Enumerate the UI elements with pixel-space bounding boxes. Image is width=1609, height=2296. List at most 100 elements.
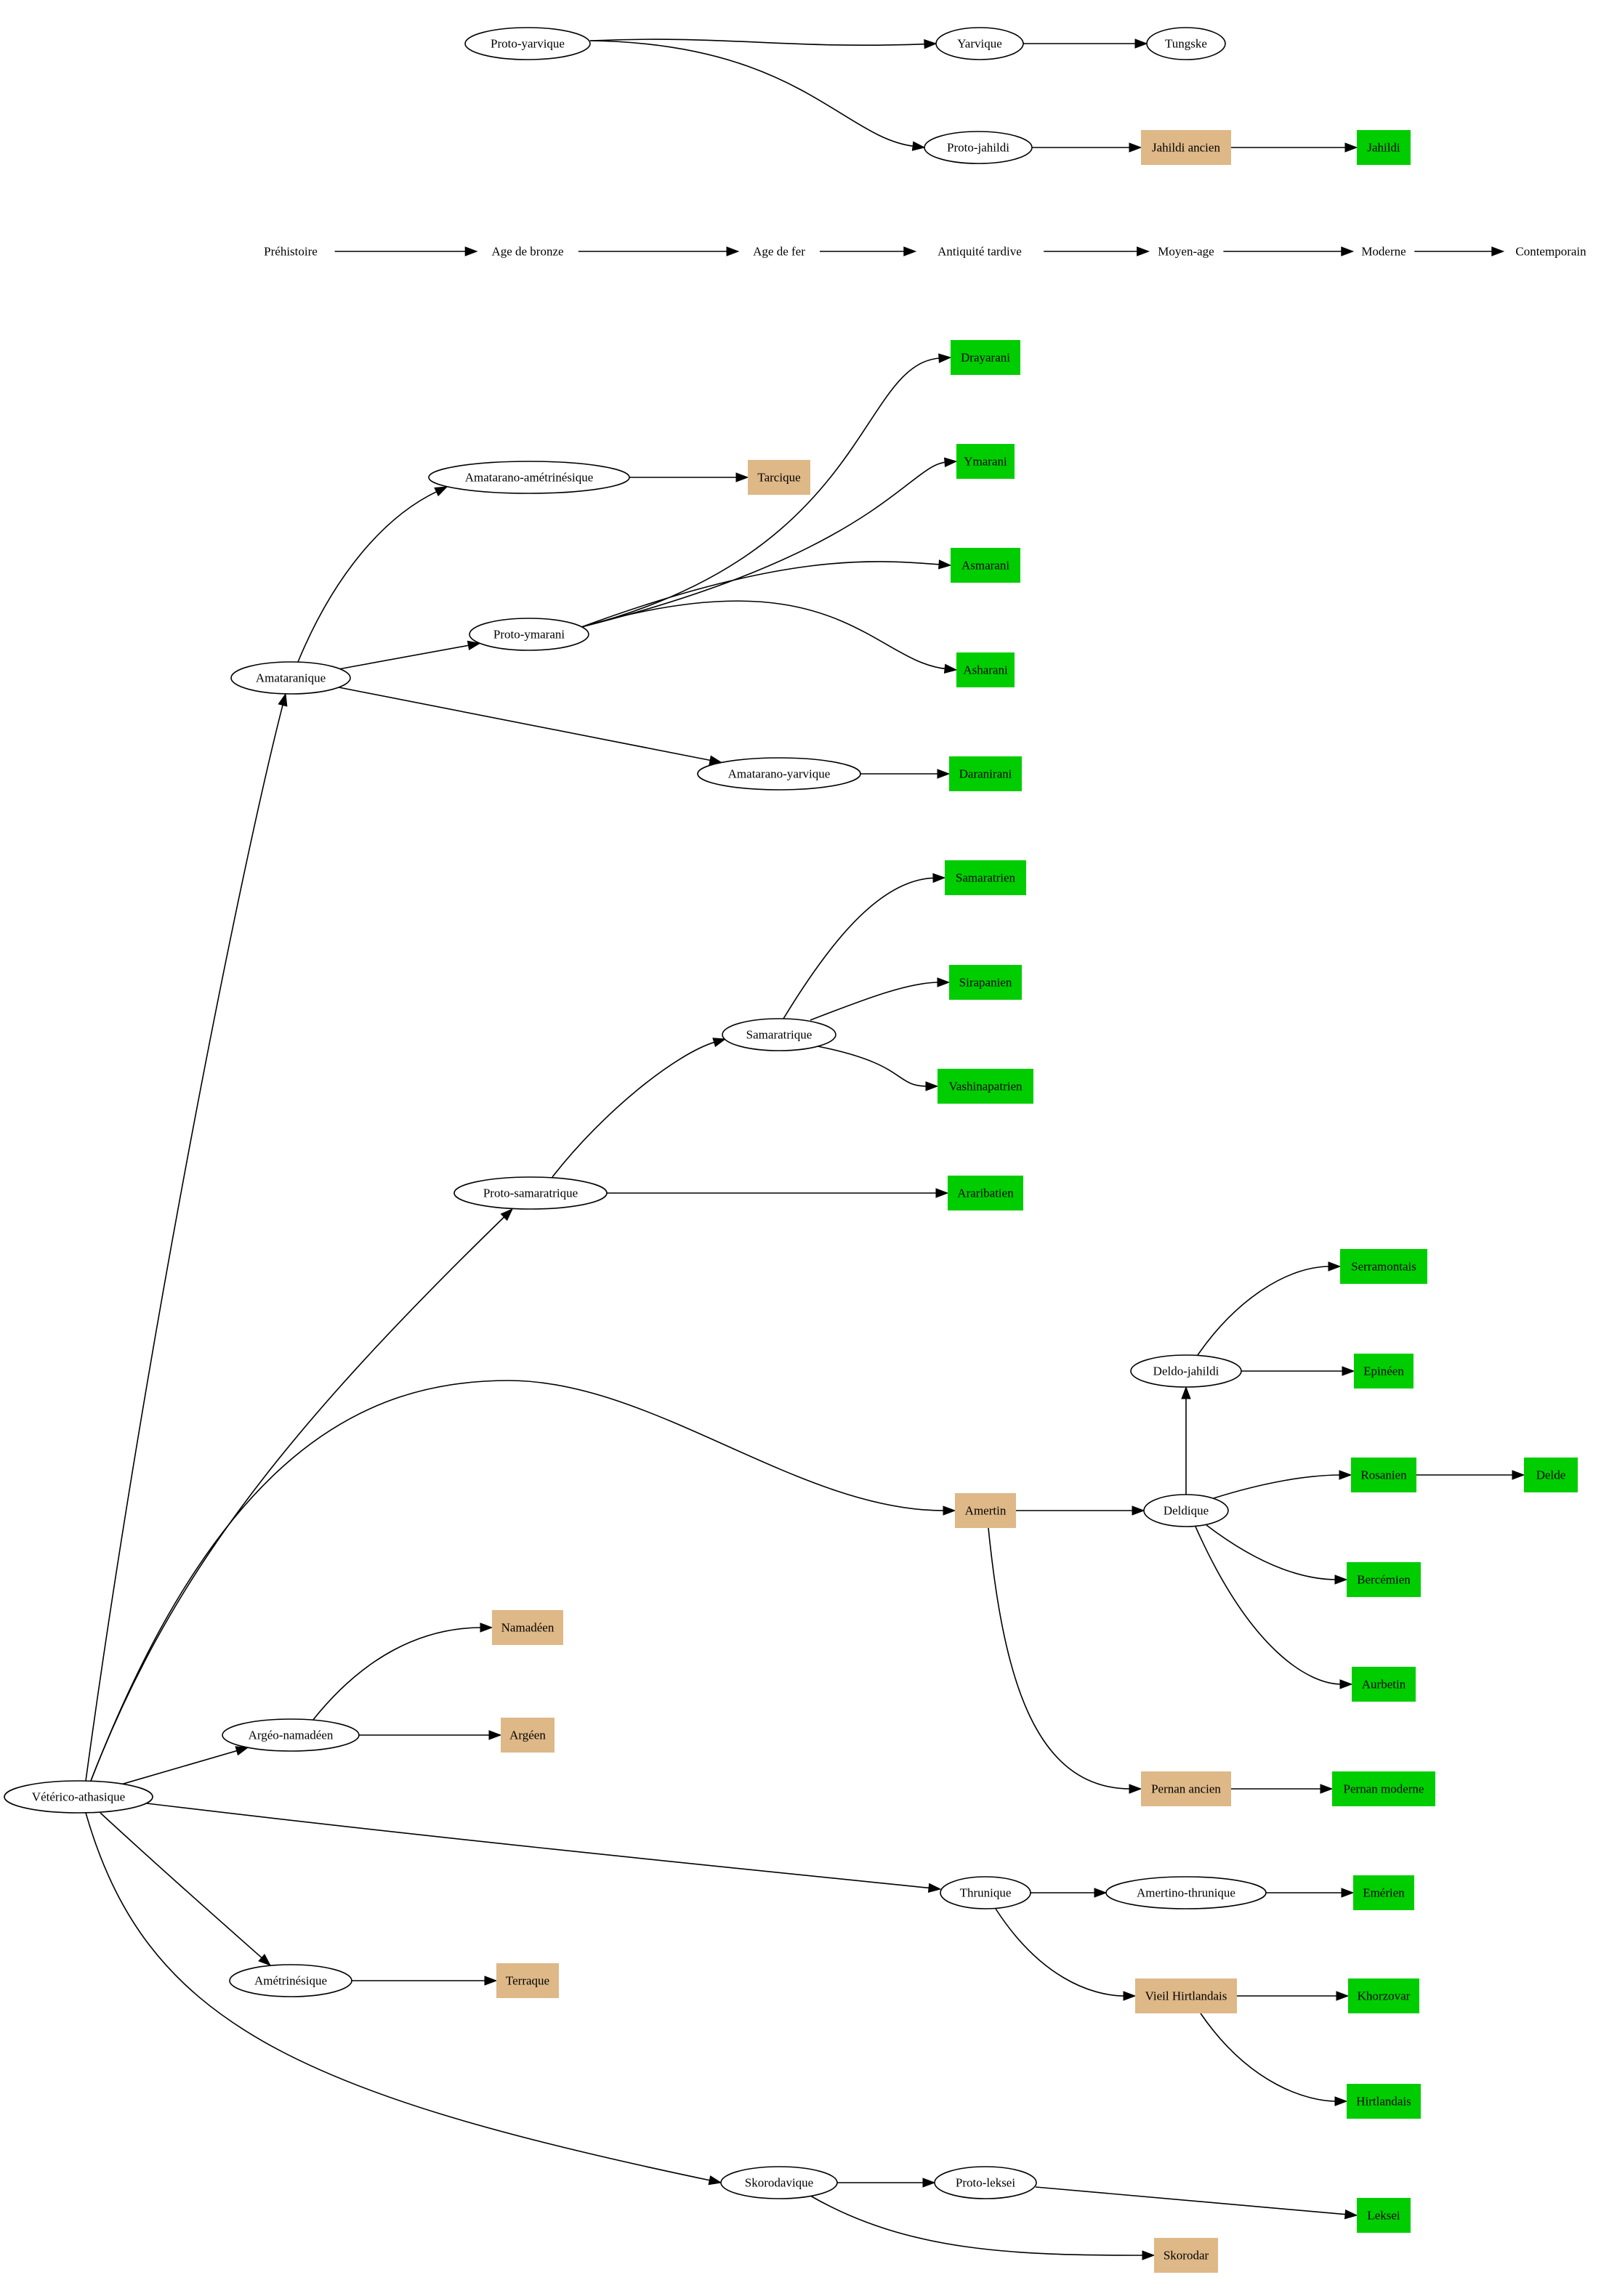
node-ymarani-label: Ymarani <box>964 455 1007 469</box>
node-aurbetin-label: Aurbetin <box>1362 1678 1406 1691</box>
node-ametrinesique[interactable]: Amétrinésique <box>229 1964 352 1997</box>
node-amertino-thrunique[interactable]: Amertino-thrunique <box>1105 1876 1267 1909</box>
edge-amataranique-to-amatarano-ametrinesique-arrowhead <box>434 486 448 497</box>
node-proto-yarvique-ellipse <box>464 27 591 60</box>
node-terraque[interactable]: Terraque <box>496 1963 559 1998</box>
node-deldique-label: Deldique <box>1164 1504 1209 1518</box>
node-vashinapatrien[interactable]: Vashinapatrien <box>937 1069 1033 1104</box>
node-serramontais[interactable]: Serramontais <box>1340 1249 1427 1284</box>
node-amatarano-yarvique-ellipse <box>697 757 861 791</box>
node-emerien[interactable]: Emérien <box>1353 1875 1414 1910</box>
node-proto-jahildi[interactable]: Proto-jahildi <box>924 131 1033 164</box>
node-asmarani[interactable]: Asmarani <box>951 548 1020 583</box>
edge-amataranique-to-proto-ymarani-line <box>339 644 470 670</box>
node-emerien-box <box>1353 1875 1414 1910</box>
edge-proto-samaratrique-to-araribatien <box>607 1188 949 1198</box>
node-deldique[interactable]: Deldique <box>1143 1494 1229 1527</box>
timeline-label-prehistoire: Préhistoire <box>264 245 318 259</box>
node-pernan-ancien-label: Pernan ancien <box>1151 1782 1221 1796</box>
edge-prehistoire-to-age-de-bronze <box>334 246 478 256</box>
node-jahildi-ancien[interactable]: Jahildi ancien <box>1141 130 1231 165</box>
edges-layer <box>85 39 1525 2260</box>
node-samaratrique[interactable]: Samaratrique <box>722 1018 836 1051</box>
edge-proto-samaratrique-to-araribatien-arrowhead <box>935 1188 949 1198</box>
edge-moyen-age-to-moderne <box>1223 246 1355 256</box>
edge-deldique-to-aurbetin-arrowhead <box>1339 1679 1353 1689</box>
edge-proto-ymarani-to-asmarani <box>581 559 952 628</box>
node-skorodar[interactable]: Skorodar <box>1154 2238 1218 2273</box>
node-aurbetin[interactable]: Aurbetin <box>1352 1667 1416 1702</box>
node-khorzovar[interactable]: Khorzovar <box>1348 1978 1419 2013</box>
node-skorodavique[interactable]: Skorodavique <box>720 2166 838 2199</box>
edge-amertino-thrunique-to-emerien-arrowhead <box>1341 1888 1355 1898</box>
edge-yarvique-to-tungske-arrowhead <box>1134 39 1148 49</box>
edge-veterico-athasique-to-amataranique <box>85 692 288 1782</box>
edge-amertin-to-pernan-ancien <box>988 1527 1142 1794</box>
node-leksei[interactable]: Leksei <box>1357 2198 1411 2233</box>
edge-samaratrique-to-sirapanien-line <box>810 982 940 1021</box>
edge-proto-ymarani-to-drayarani-line <box>581 357 941 628</box>
node-vieil-hirtlandais[interactable]: Vieil Hirtlandais <box>1135 1978 1237 2013</box>
node-amataranique[interactable]: Amataranique <box>230 661 351 695</box>
node-veterico-athasique-label: Vétérico-athasique <box>32 1790 125 1804</box>
node-thrunique[interactable]: Thrunique <box>940 1876 1031 1909</box>
node-araribatien[interactable]: Araribatien <box>948 1176 1023 1210</box>
node-delde[interactable]: Delde <box>1524 1458 1578 1492</box>
node-tarcique[interactable]: Tarcique <box>748 460 810 495</box>
node-proto-ymarani[interactable]: Proto-ymarani <box>469 618 589 651</box>
node-tungske-ellipse <box>1146 27 1226 60</box>
node-ymarani[interactable]: Ymarani <box>956 444 1015 479</box>
node-pernan-moderne[interactable]: Pernan moderne <box>1332 1771 1435 1806</box>
edge-proto-yarvique-to-yarvique-arrowhead <box>924 39 937 49</box>
timeline-label-antiquite-tardive: Antiquité tardive <box>937 245 1022 259</box>
node-namadeen-label: Namadéen <box>501 1621 555 1635</box>
node-argeo-namadeen-ellipse <box>222 1718 360 1752</box>
edge-pernan-ancien-to-pernan-moderne <box>1231 1784 1334 1794</box>
node-epineen[interactable]: Epinéen <box>1354 1354 1414 1388</box>
timeline-label-contemporain-label: Contemporain <box>1515 245 1586 259</box>
edge-proto-leksei-to-leksei-line <box>1035 2186 1347 2215</box>
node-tungske[interactable]: Tungske <box>1146 27 1226 60</box>
node-sirapanien[interactable]: Sirapanien <box>949 965 1022 1000</box>
node-deldo-jahildi[interactable]: Deldo-jahildi <box>1130 1354 1242 1388</box>
edge-thrunique-to-vieil-hirtlandais <box>995 1908 1137 2001</box>
node-emerien-label: Emérien <box>1363 1886 1405 1900</box>
edge-veterico-athasique-to-thrunique-line <box>146 1803 931 1889</box>
edge-proto-samaratrique-to-samaratrique <box>552 1038 727 1178</box>
edge-thrunique-to-vieil-hirtlandais-line <box>995 1908 1126 1997</box>
node-daranirani[interactable]: Daranirani <box>949 756 1022 791</box>
node-argeo-namadeen[interactable]: Argéo-namadéen <box>222 1718 360 1752</box>
node-drayarani[interactable]: Drayarani <box>951 340 1020 375</box>
node-veterico-athasique[interactable]: Vétérico-athasique <box>4 1780 153 1814</box>
node-proto-leksei[interactable]: Proto-leksei <box>934 2166 1037 2199</box>
node-argeen[interactable]: Argéen <box>501 1718 555 1753</box>
node-proto-samaratrique[interactable]: Proto-samaratrique <box>453 1176 608 1210</box>
edge-thrunique-to-vieil-hirtlandais-arrowhead <box>1123 1991 1137 2001</box>
node-hirtlandais[interactable]: Hirtlandais <box>1347 2084 1421 2119</box>
node-proto-yarvique[interactable]: Proto-yarvique <box>464 27 591 60</box>
node-amatarano-yarvique[interactable]: Amatarano-yarvique <box>697 757 861 791</box>
edge-skorodavique-to-skorodar-arrowhead <box>1142 2250 1156 2260</box>
edge-age-de-bronze-to-age-de-fer-arrowhead <box>726 246 740 256</box>
edge-proto-ymarani-to-asmarani-arrowhead <box>938 559 952 570</box>
node-asharani[interactable]: Asharani <box>956 652 1015 687</box>
node-yarvique[interactable]: Yarvique <box>935 27 1024 60</box>
node-samaratrique-label: Samaratrique <box>746 1028 812 1042</box>
node-epineen-box <box>1354 1354 1414 1388</box>
node-drayarani-box <box>951 340 1020 375</box>
node-amertin[interactable]: Amertin <box>955 1493 1016 1528</box>
node-jahildi[interactable]: Jahildi <box>1357 130 1411 165</box>
node-amatarano-ametrinesique[interactable]: Amatarano-amétrinésique <box>428 461 630 494</box>
edge-veterico-athasique-to-ametrinesique-arrowhead <box>258 1954 272 1966</box>
edge-proto-leksei-to-leksei-arrowhead <box>1344 2209 1358 2220</box>
node-rosanien[interactable]: Rosanien <box>1351 1458 1416 1492</box>
node-namadeen[interactable]: Namadéen <box>492 1610 563 1645</box>
timeline-label-moyen-age-label: Moyen-age <box>1158 245 1214 259</box>
node-pernan-ancien[interactable]: Pernan ancien <box>1141 1771 1231 1806</box>
node-samaratrien[interactable]: Samaratrien <box>945 860 1026 895</box>
edge-veterico-athasique-to-skorodavique-line <box>85 1812 711 2181</box>
edge-proto-ymarani-to-ymarani <box>581 457 958 628</box>
node-bercemien[interactable]: Bercémien <box>1347 1562 1421 1597</box>
edge-samaratrique-to-samaratrien <box>783 873 946 1019</box>
edge-veterico-athasique-to-amertin-line <box>90 1380 945 1782</box>
